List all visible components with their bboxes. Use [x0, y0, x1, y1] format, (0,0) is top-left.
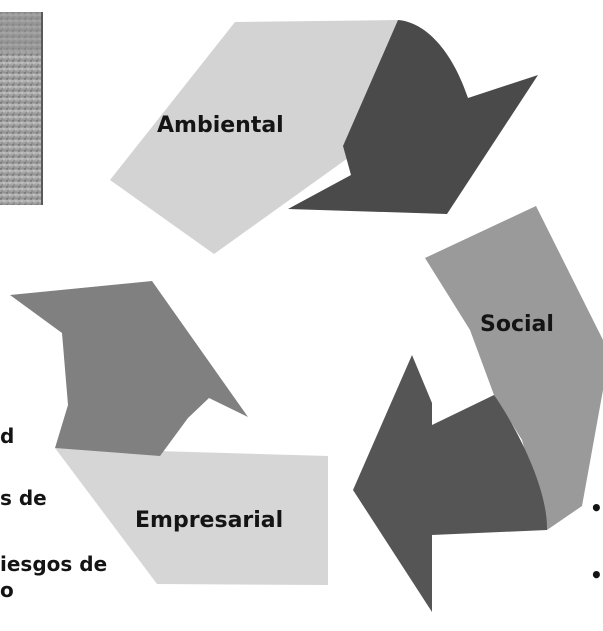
arrow-ambiental — [110, 20, 538, 254]
right-bullet-1: • — [590, 496, 603, 520]
label-social: Social — [480, 312, 554, 337]
label-ambiental: Ambiental — [157, 113, 284, 138]
right-bullet-2: • — [590, 563, 603, 587]
arrow-social — [353, 206, 603, 612]
left-text-line-1: d — [0, 424, 15, 448]
arrow-ambiental-dark — [288, 20, 538, 214]
landscape-photo — [0, 12, 43, 205]
left-text-line-3: iesgos de — [0, 552, 108, 576]
arrow-social-light — [425, 206, 603, 530]
arrow-empresarial — [10, 281, 328, 585]
arrow-ambiental-light — [110, 20, 398, 254]
arrow-social-dark — [353, 355, 548, 612]
arrow-empresarial-dark — [10, 281, 248, 456]
arrow-empresarial-light — [55, 448, 328, 585]
left-text-line-4: o — [0, 578, 14, 602]
label-empresarial: Empresarial — [135, 508, 284, 533]
left-text-line-2: s de — [0, 486, 47, 510]
